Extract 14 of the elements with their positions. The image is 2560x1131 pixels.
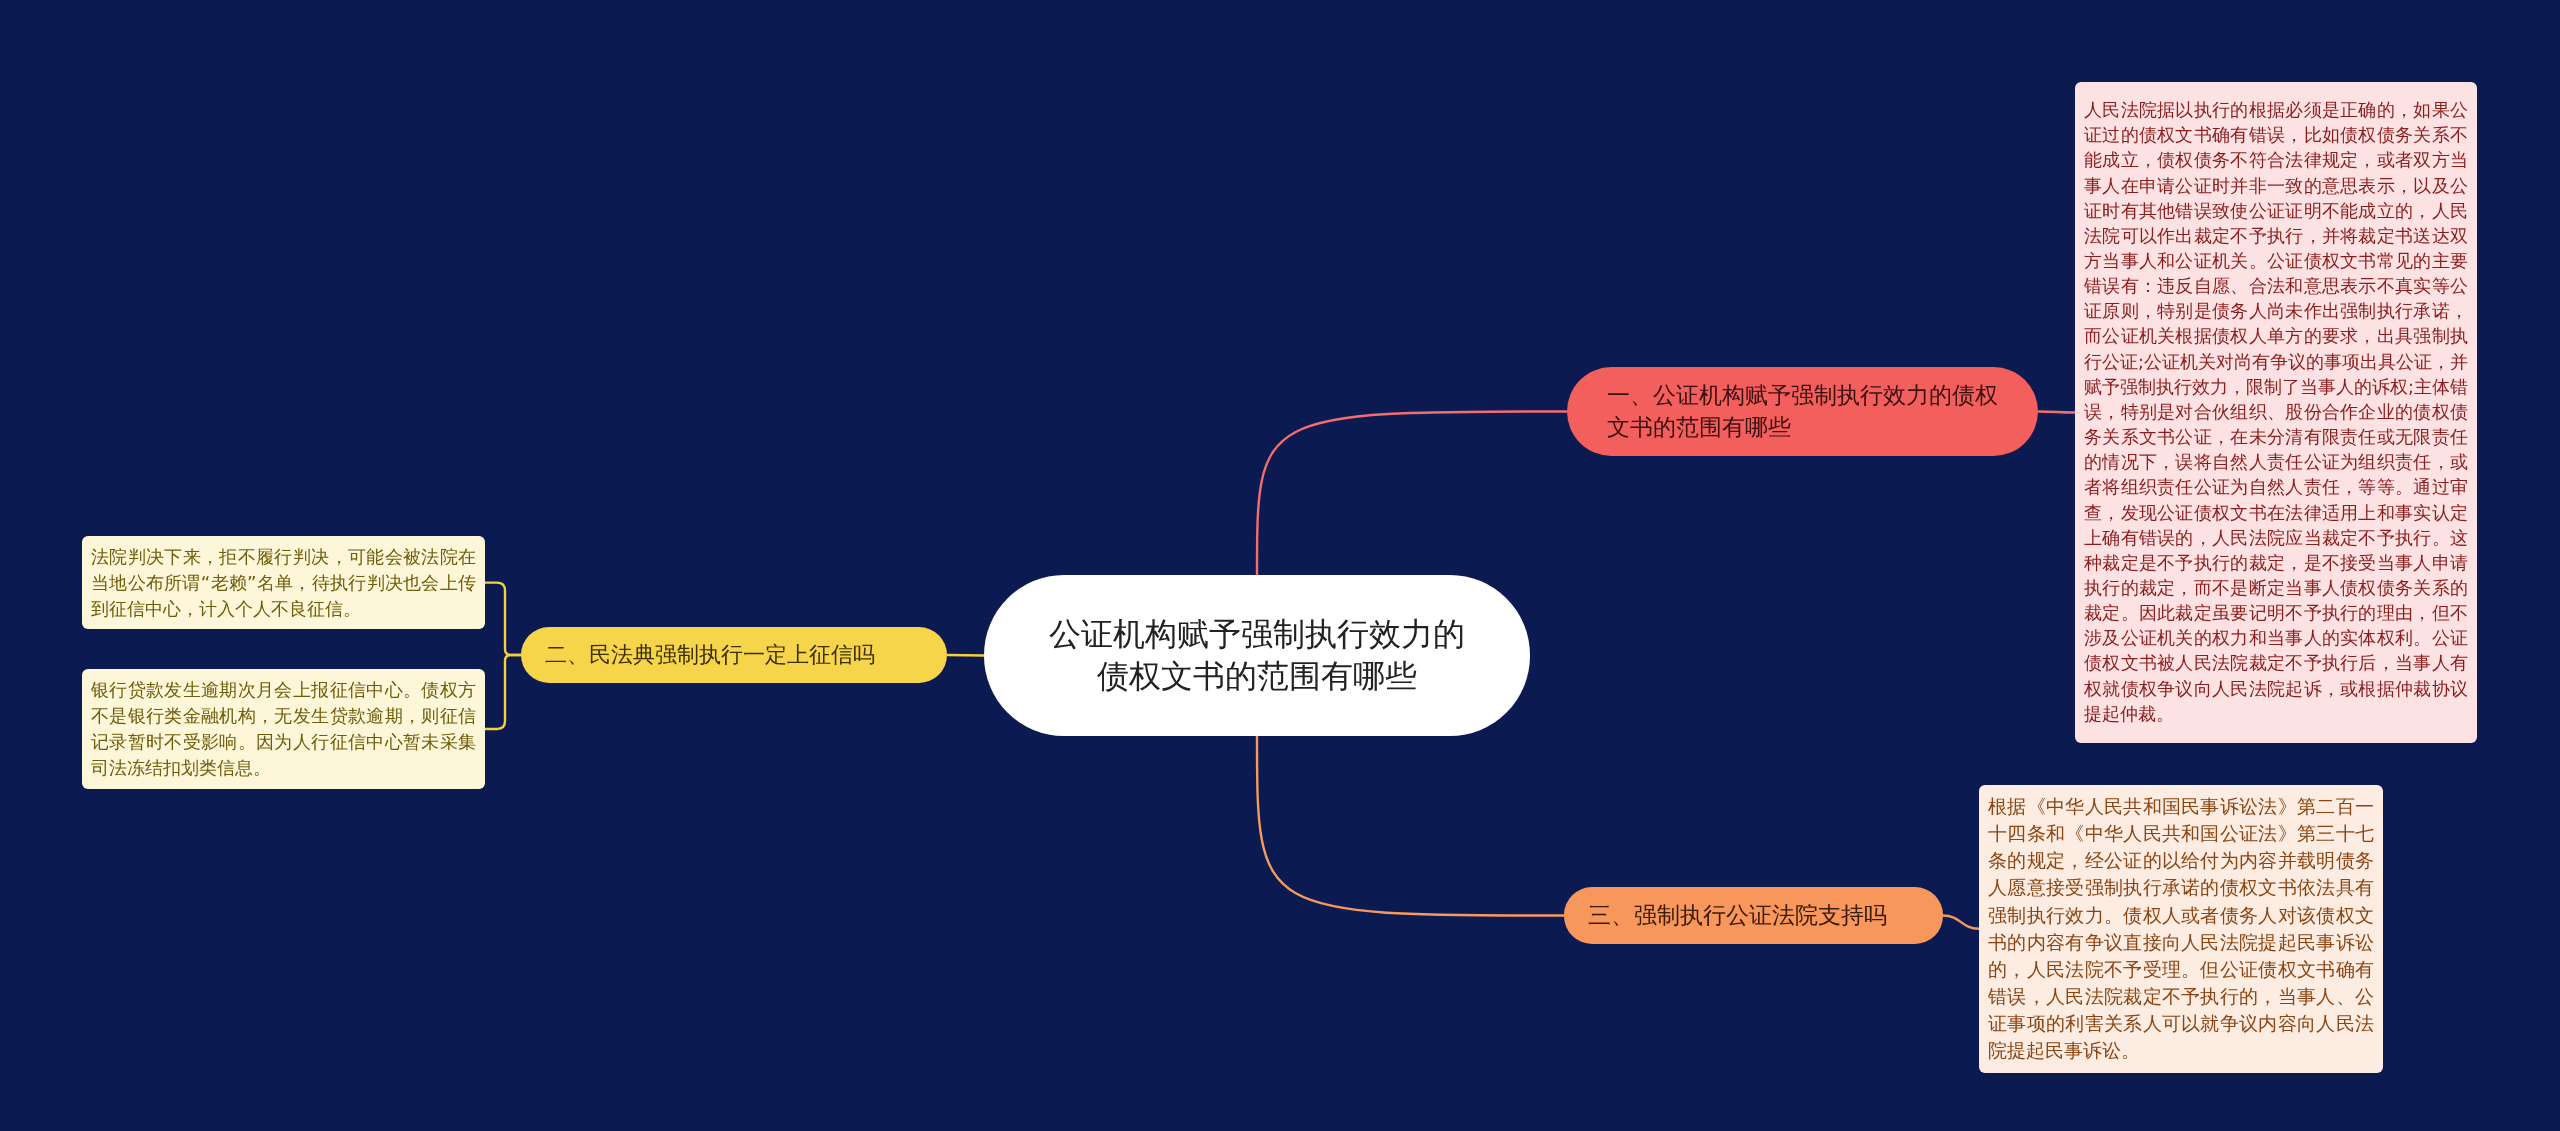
branch-topic: 三、强制执行公证法院支持吗 bbox=[1564, 887, 1943, 944]
connector-line bbox=[1942, 914, 1980, 930]
connector-line bbox=[2038, 410, 2075, 414]
detail-note: 人民法院据以执行的根据必须是正确的，如果公证过的债权文书确有错误，比如债权债务关系不能成立，债权债务不符合法律规定，或者双方当事人在申请公证时并非一致的意思表示，以及公证时有其他错误致使公证证明不能成立的，人民法院可以作出裁定不予执行，并将裁定书送达双方当事人和公证机关。公证债权文书常见的主要错误有：违反自愿、合法和意思表示不真实等公证原则，特别是债务人尚未作出强制执行承诺，而公证机关根据债权人单方的要求，出具强制执行公证;公证机关对尚有争议的事项出具公证，并赋予强制执行效力，限制了当事人的诉权;主体错误，特别是对合伙组织、股份合作企业的债权债务关系文书公证，在未分清有限责任或无限责任的情况下，误将自然人责任公证为组织责任，或者将组织责任公证为自然人责任，等等。通过审查，发现公证债权文书在法律适用上和事实认定上确有错误的，人民法院应当裁定不予执行。这种裁定是不予执行的裁定，是不接受当事人申请执行的裁定，而不是断定当事人债权债务关系的裁定。因此裁定虽要记明不予执行的理由，但不涉及公证机关的权力和当事人的实体权利。公证债权文书被人民法院裁定不予执行后，当事人有权就债权争议向人民法院起诉，或根据仲裁协议提起仲裁。 bbox=[2075, 82, 2477, 743]
detail-note: 根据《中华人民共和国民事诉讼法》第二百一十四条和《中华人民共和国公证法》第三十七条的规定，经公证的以给付为内容并载明债务人愿意接受强制执行承诺的债权文书依法具有强制执行效力。债权人或者债务人对该债权文书的内容有争议直接向人民法院提起民事诉讼的，人民法院不予受理。但公证债权文书确有错误，人民法院裁定不予执行的，当事人、公证事项的利害关系人可以就争议内容向人民法院提起民事诉讼。 bbox=[1979, 785, 2383, 1073]
connector-line bbox=[947, 653, 984, 657]
connector-line bbox=[1255, 410, 1567, 575]
branch-topic: 二、民法典强制执行一定上征信吗 bbox=[521, 627, 947, 683]
connector-line bbox=[485, 653, 521, 731]
detail-note: 法院判决下来，拒不履行判决，可能会被法院在当地公布所谓“老赖”名单，待执行判决也会上传到征信中心，计入个人不良征信。 bbox=[82, 536, 485, 630]
connector-line bbox=[1255, 736, 1564, 917]
central-topic: 公证机构赋予强制执行效力的债权文书的范围有哪些 bbox=[984, 575, 1530, 736]
detail-note: 银行贷款发生逾期次月会上报征信中心。债权方不是银行类金融机构，无发生贷款逾期，则征信记录暂时不受影响。因为人行征信中心暂未采集司法冻结扣划类信息。 bbox=[82, 669, 485, 789]
branch-topic: 一、公证机构赋予强制执行效力的债权文书的范围有哪些 bbox=[1567, 367, 2038, 456]
